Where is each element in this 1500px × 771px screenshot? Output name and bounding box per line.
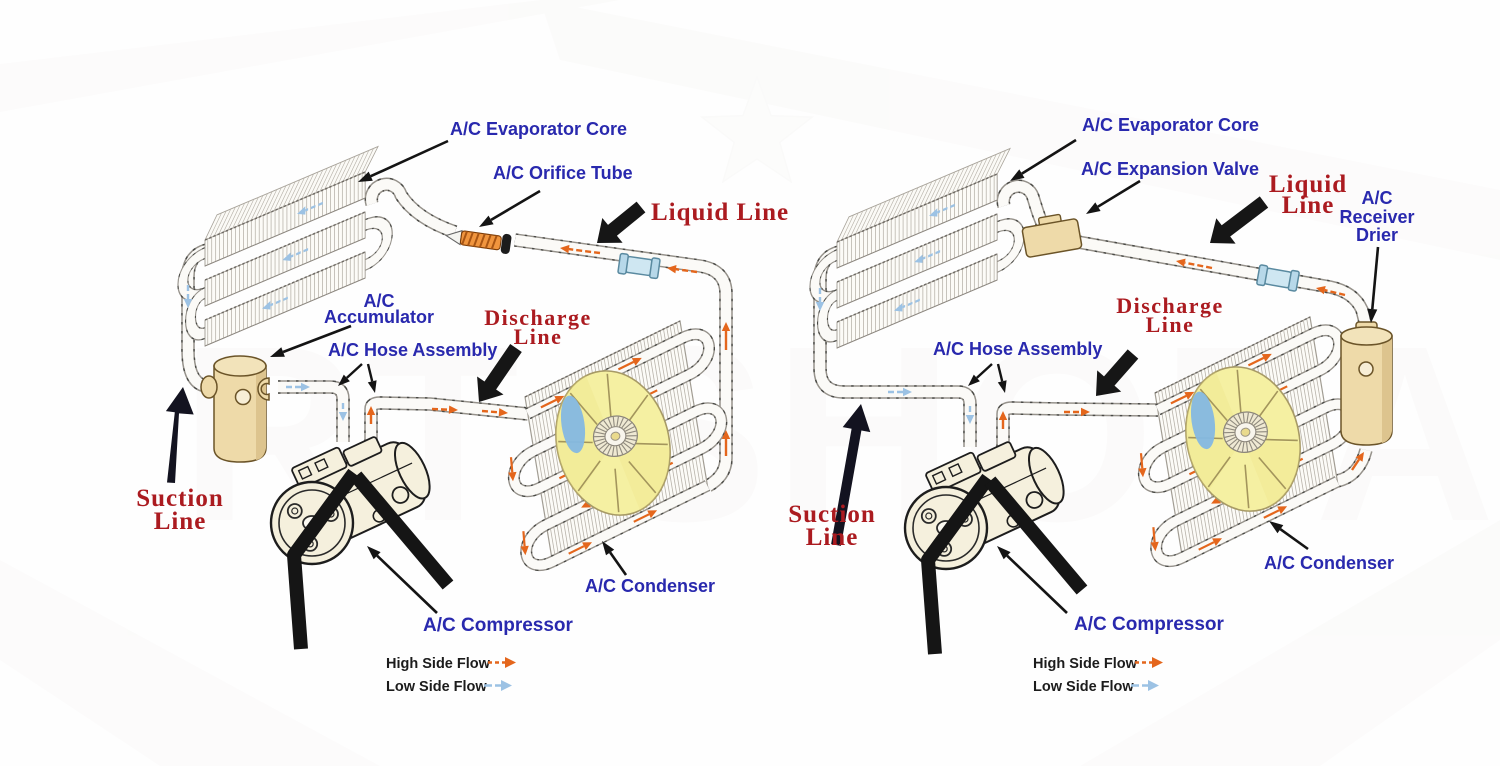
svg-text:Discharge: Discharge bbox=[484, 305, 592, 330]
svg-text:A/C Orifice Tube: A/C Orifice Tube bbox=[493, 163, 633, 183]
svg-text:Line: Line bbox=[154, 508, 207, 535]
svg-text:A/C Condenser: A/C Condenser bbox=[1264, 553, 1394, 573]
svg-text:Receiver: Receiver bbox=[1339, 207, 1414, 227]
svg-text:A/C Condenser: A/C Condenser bbox=[585, 576, 715, 596]
svg-text:A/C Evaporator Core: A/C Evaporator Core bbox=[1082, 115, 1259, 135]
svg-text:Suction: Suction bbox=[788, 501, 876, 528]
svg-text:A/C Hose Assembly: A/C Hose Assembly bbox=[328, 340, 497, 360]
svg-text:A/C Compressor: A/C Compressor bbox=[423, 615, 574, 636]
svg-text:Line: Line bbox=[1282, 192, 1335, 219]
svg-text:A/C Hose Assembly: A/C Hose Assembly bbox=[933, 339, 1102, 359]
svg-text:A/C Expansion Valve: A/C Expansion Valve bbox=[1081, 159, 1259, 179]
svg-text:Liquid: Liquid bbox=[1269, 171, 1347, 198]
svg-text:Liquid Line: Liquid Line bbox=[651, 199, 789, 226]
svg-text:Line: Line bbox=[806, 524, 859, 551]
svg-text:Accumulator: Accumulator bbox=[324, 307, 434, 327]
svg-text:A/C Compressor: A/C Compressor bbox=[1074, 614, 1225, 635]
svg-text:Drier: Drier bbox=[1356, 225, 1398, 245]
svg-text:A/C: A/C bbox=[1362, 188, 1393, 208]
svg-text:Suction: Suction bbox=[136, 485, 224, 512]
svg-text:Line: Line bbox=[514, 324, 563, 349]
svg-text:A/C: A/C bbox=[364, 291, 395, 311]
svg-text:Line: Line bbox=[1146, 312, 1195, 337]
svg-text:Discharge: Discharge bbox=[1116, 293, 1224, 318]
svg-text:A/C Evaporator Core: A/C Evaporator Core bbox=[450, 119, 627, 139]
